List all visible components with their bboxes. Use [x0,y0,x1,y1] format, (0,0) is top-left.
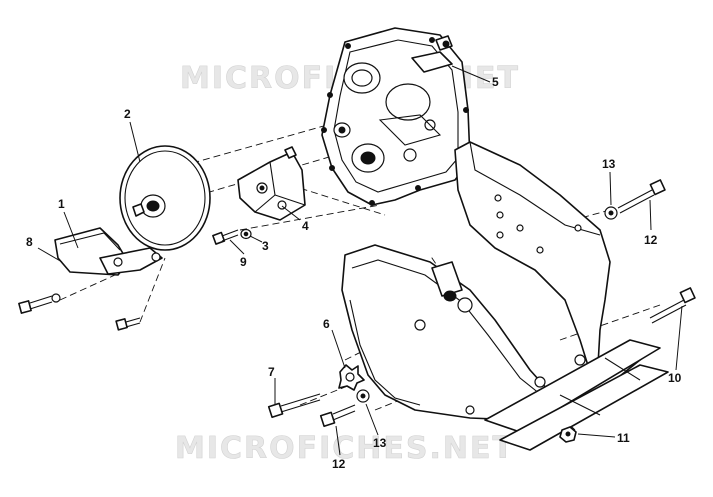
bolt-12-upper [617,179,666,214]
washer-13-upper [604,206,618,220]
frame-rails [484,339,669,451]
leader-lines [37,65,683,456]
callout-11: 11 [617,431,630,445]
callout-12-upper: 12 [644,233,658,247]
callout-8: 8 [26,235,33,249]
callout-4: 4 [302,219,309,233]
callout-6: 6 [323,317,330,331]
shaft-coupling [431,261,463,302]
long-bolt-10 [649,287,696,324]
bolt-lower-left [18,293,61,314]
callout-labels: 1 2 3 4 5 6 7 8 9 10 11 12 12 13 13 [26,75,682,471]
transmission-housing [321,27,471,206]
bolt-12-lower [319,404,356,428]
callout-10: 10 [668,371,682,385]
washer-13-lower [356,389,370,403]
callout-7: 7 [268,365,275,379]
bolt-7 [267,393,321,419]
callout-9: 9 [240,255,247,269]
bolt-small-center [115,317,141,331]
callout-5: 5 [492,75,499,89]
nut-11 [559,426,577,443]
drive-disc [119,145,211,251]
bearing-bracket [237,146,306,221]
washer-3 [240,228,252,240]
callout-13-upper: 13 [602,157,616,171]
callout-12-lower: 12 [332,457,346,471]
callout-3: 3 [262,239,269,253]
screw-9 [212,229,239,245]
lever-bracket [54,227,163,276]
callout-13-lower: 13 [373,436,387,450]
star-nut-6 [338,364,365,391]
callout-1: 1 [58,197,65,211]
callout-2: 2 [124,107,131,121]
watermark-bottom: MICROFICHES.NET [175,431,515,466]
